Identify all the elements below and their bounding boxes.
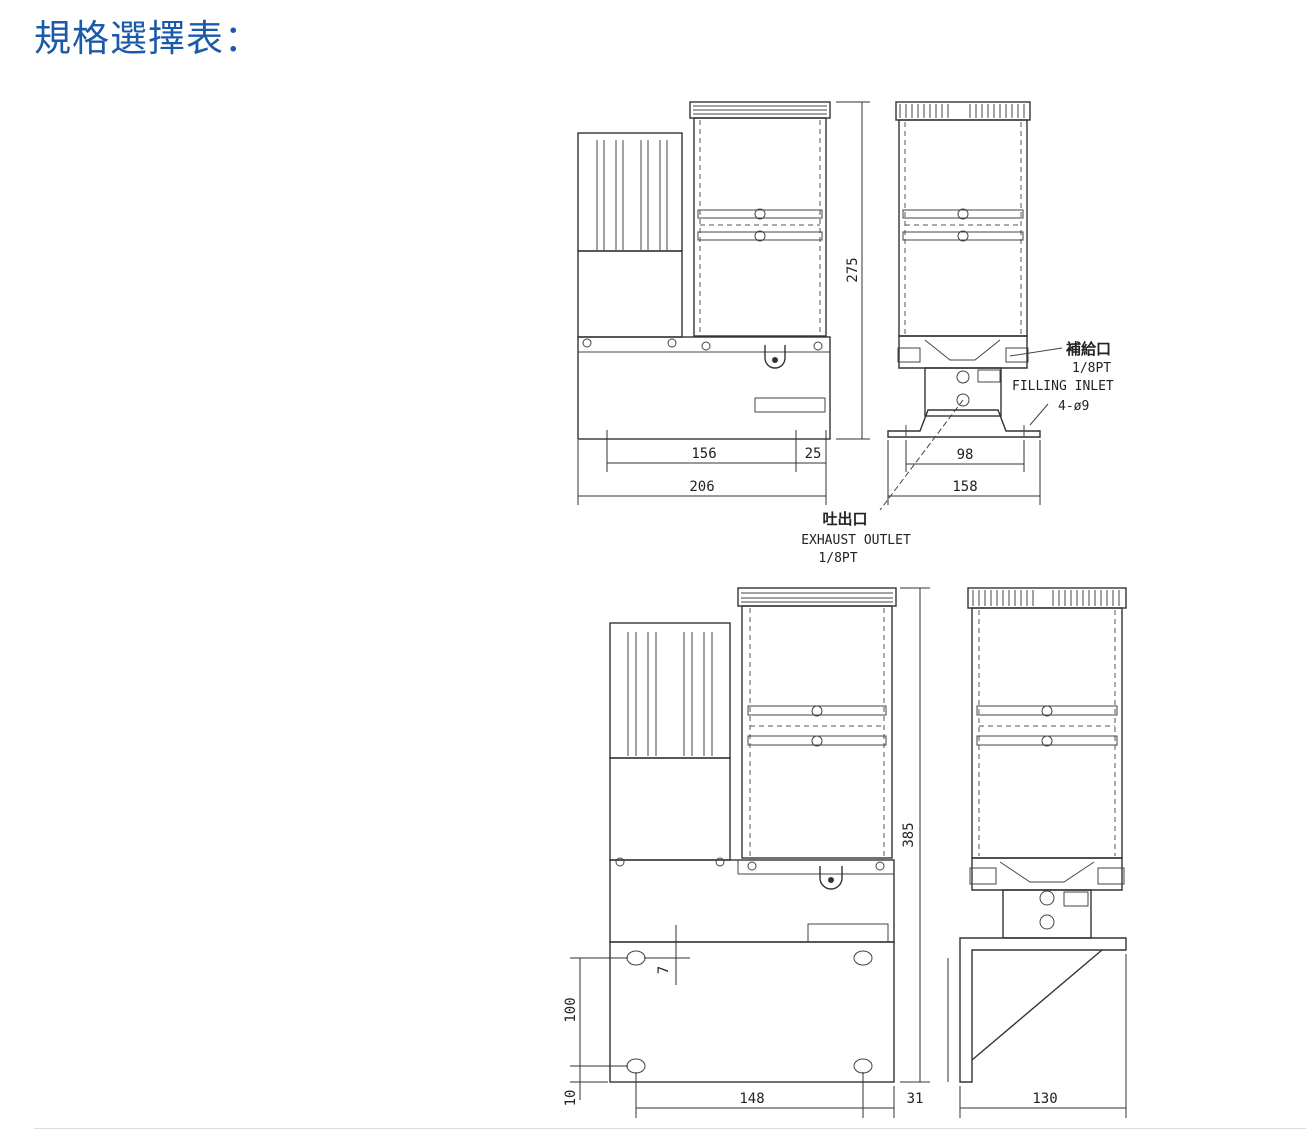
bottom-side-dimensions: 385 100 10 7 148 31 (563, 587, 930, 1118)
dim-25: 25 (805, 446, 822, 462)
top-front-view (887, 101, 1041, 438)
outlet-thread: 1/8PT (818, 551, 857, 566)
bottom-divider (34, 1128, 1306, 1129)
top-front-dimensions: 98 158 補給口 1/8PT FILLING INLET 4-ø9 吐出口 … (801, 340, 1114, 566)
dim-158: 158 (952, 479, 977, 495)
top-side-view (577, 101, 831, 440)
dim-275: 275 (845, 257, 861, 282)
dim-130: 130 (1032, 1091, 1057, 1107)
outlet-label-en: EXHAUST OUTLET (801, 533, 911, 548)
dim-31: 31 (907, 1091, 924, 1107)
dim-206: 206 (689, 479, 714, 495)
bottom-front-dimensions: 130 (947, 954, 1127, 1118)
outlet-label-cn: 吐出口 (822, 510, 867, 528)
bottom-front-view (959, 587, 1127, 1083)
filling-inlet-label-cn: 補給口 (1065, 340, 1111, 358)
top-side-dimensions: 275 156 25 206 (577, 101, 870, 505)
filling-inlet-label-en: FILLING INLET (1012, 379, 1114, 394)
filling-inlet-thread: 1/8PT (1072, 361, 1111, 376)
dim-156: 156 (691, 446, 716, 462)
page-title: 規格選擇表： (34, 17, 262, 60)
dim-98: 98 (957, 447, 974, 463)
dim-7: 7 (656, 966, 672, 974)
dim-100: 100 (563, 997, 579, 1022)
mount-holes-label: 4-ø9 (1058, 399, 1089, 414)
dim-148: 148 (739, 1091, 764, 1107)
dim-10: 10 (563, 1090, 579, 1107)
dim-385: 385 (901, 822, 917, 847)
bottom-side-view (609, 587, 897, 1083)
